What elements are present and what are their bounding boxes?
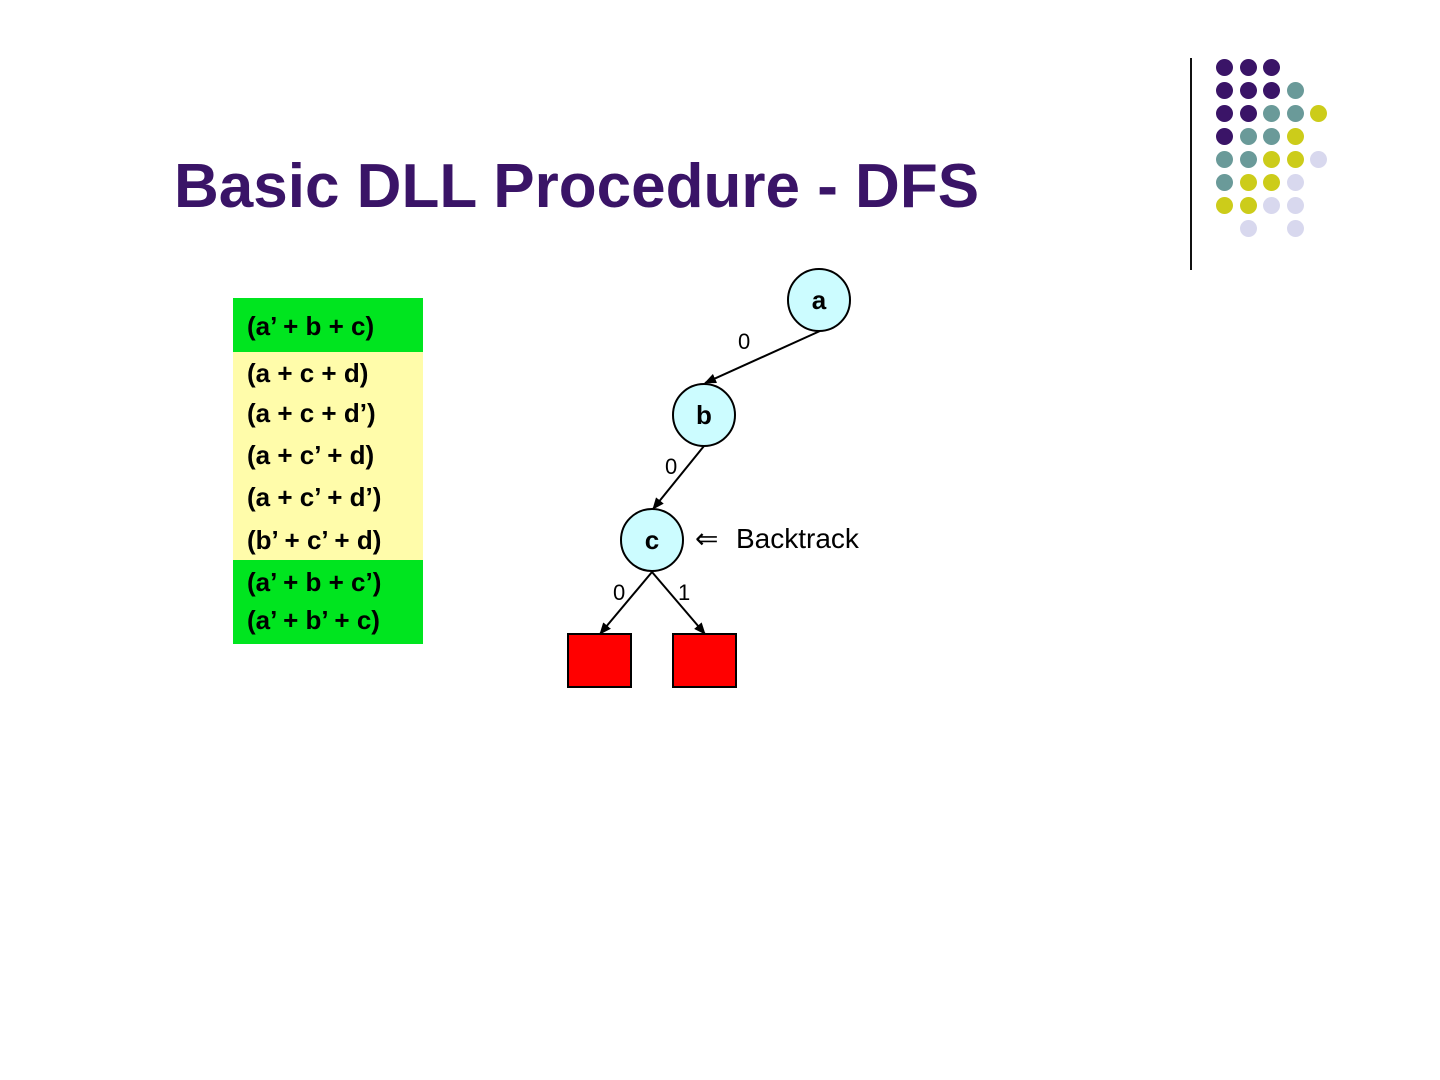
clause-row: (a’ + b + c) (233, 298, 423, 352)
clause-row: (a + c’ + d) (233, 434, 423, 476)
tree-node-c (620, 508, 684, 572)
edge-label: 0 (665, 454, 677, 479)
clause-row: (b’ + c’ + d) (233, 518, 423, 560)
conflict-leaf-left (567, 633, 632, 688)
tree-node-b (672, 383, 736, 447)
tree-node-label: a (812, 285, 827, 315)
clause-row: (a + c + d) (233, 352, 423, 392)
edge-label: 0 (613, 580, 625, 605)
tree-node-label: c (645, 525, 659, 555)
edge-label: 1 (678, 580, 690, 605)
tree-edge-c-right (651, 571, 706, 635)
tree-edge-a-b (704, 330, 821, 384)
backtrack-label: Backtrack (736, 523, 860, 554)
tree-edge-c-left (599, 571, 653, 635)
clause-row: (a’ + b + c’) (233, 560, 423, 602)
clause-list: (a’ + b + c) (a + c + d) (a + c + d’) (a… (233, 298, 423, 644)
backtrack-arrow-icon: ⇐ (695, 523, 718, 554)
tree-node-a (787, 268, 851, 332)
header-divider (1190, 58, 1192, 270)
clause-row: (a’ + b’ + c) (233, 602, 423, 644)
tree-node-label: b (696, 400, 712, 430)
conflict-leaf-right (672, 633, 737, 688)
clause-row: (a + c + d’) (233, 392, 423, 434)
tree-edge-b-c (652, 445, 705, 510)
clause-row: (a + c’ + d’) (233, 476, 423, 518)
slide-title: Basic DLL Procedure - DFS (174, 152, 980, 221)
edge-label: 0 (738, 329, 750, 354)
